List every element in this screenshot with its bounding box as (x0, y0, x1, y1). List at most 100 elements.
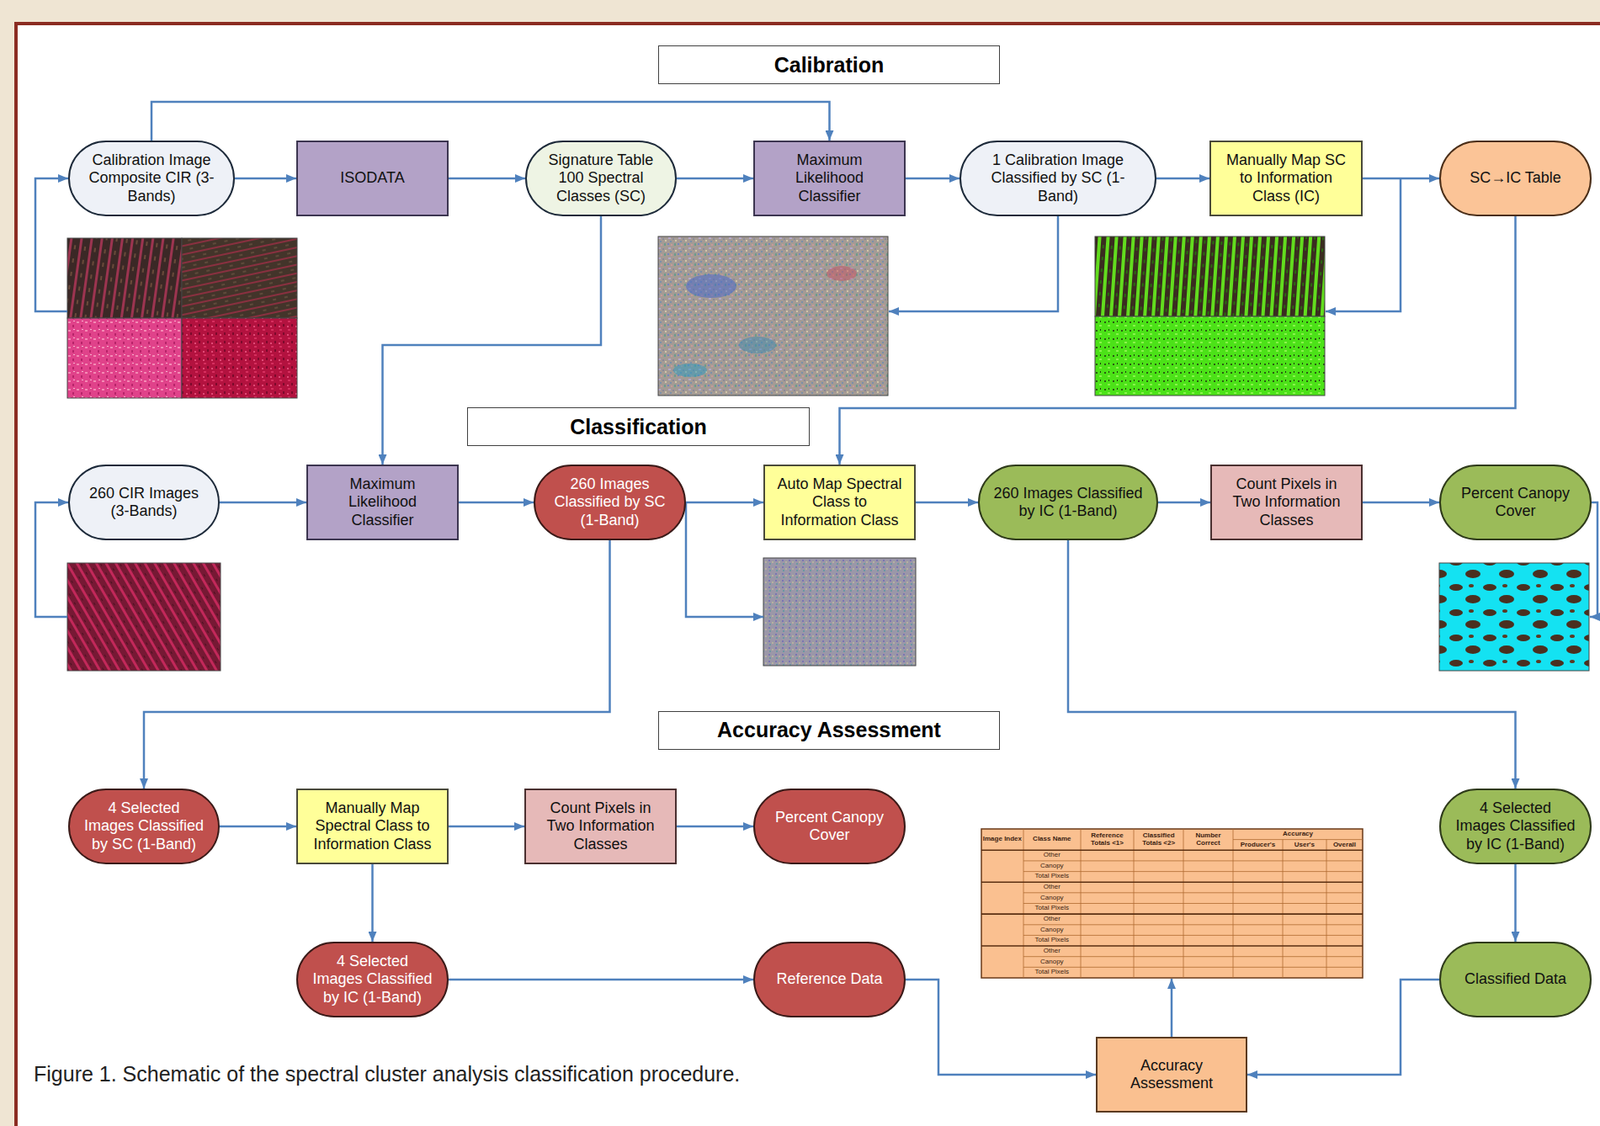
table-cell: Accuracy (1233, 829, 1363, 840)
image-blob (673, 363, 707, 378)
calibration-cir-image (67, 238, 298, 399)
flow-arrow (676, 825, 754, 829)
flow-arrow (915, 501, 979, 505)
node-text: Maximum Likelihood Classifier (318, 475, 447, 530)
section-header: Classification (467, 407, 810, 447)
section-header: Accuracy Assessment (658, 711, 1000, 750)
flow-arrow (219, 501, 307, 505)
node-text: 260 Images Classified by IC (1-Band) (992, 484, 1144, 521)
flow-arrow (1247, 979, 1440, 1075)
panel-frame (15, 23, 1600, 1126)
flow-arrow (219, 825, 297, 829)
flow-arrow (448, 177, 526, 181)
table-cell: User's (1282, 839, 1327, 851)
image-arrow (685, 502, 764, 617)
node-text: Accuracy Assessment (1107, 1057, 1236, 1093)
image-arrow (35, 502, 69, 617)
table-cell: Classified Totals <2> (1133, 829, 1184, 851)
node-text: Manually Map SC to Information Class (IC… (1221, 151, 1351, 206)
flow-arrow (1068, 540, 1516, 789)
node-text: 260 Images Classified by SC (1-Band) (547, 475, 672, 530)
table-cell: Producer's (1233, 839, 1283, 851)
data-pill: 4 Selected Images Classified by IC (1-Ba… (1439, 788, 1592, 865)
node-text: Count Pixels in Two Information Classes (536, 799, 665, 854)
image-arrow (35, 178, 69, 312)
count-box: Count Pixels in Two Information Classes (524, 788, 677, 865)
flow-arrow (448, 825, 525, 829)
image-half (1095, 316, 1325, 396)
process-box: ISODATA (296, 140, 449, 217)
data-pill: 4 Selected Images Classified by SC (1-Ba… (68, 788, 220, 865)
node-text: Count Pixels in Two Information Classes (1222, 475, 1351, 530)
node-text: Manually Map Spectral Class to Informati… (308, 799, 437, 854)
image-arrow (888, 216, 1058, 312)
mapping-box: Auto Map Spectral Class to Information C… (763, 464, 916, 541)
table-cell: Reference Totals <1> (1080, 829, 1134, 851)
image-frame (658, 236, 888, 396)
data-pill: Reference Data (753, 941, 906, 1018)
table-pill: SC→IC Table (1439, 140, 1592, 217)
node-text: 4 Selected Images Classified by IC (1-Ba… (310, 952, 435, 1007)
process-box: Maximum Likelihood Classifier (306, 464, 459, 541)
ic-mapped-image (1095, 236, 1325, 396)
cir-image (67, 563, 221, 671)
data-pill: 1 Calibration Image Classified by SC (1-… (959, 140, 1157, 217)
flow-arrow (1156, 177, 1210, 181)
table-cell: Canopy (1023, 861, 1081, 872)
image-half (1095, 236, 1325, 317)
image-quadrant (67, 238, 182, 319)
data-pill: 260 Images Classified by IC (1-Band) (978, 464, 1159, 541)
sc-classified-image (658, 236, 888, 396)
node-text: Calibration Image Composite CIR (3-Bands… (82, 151, 221, 206)
table-cell: Canopy (1023, 924, 1081, 936)
table-cell: Total Pixels (1023, 935, 1081, 947)
flow-arrow (151, 101, 830, 141)
table-cell: Total Pixels (1023, 967, 1081, 979)
data-pill: Classified Data (1439, 941, 1592, 1018)
node-text: 1 Calibration Image Classified by SC (1-… (973, 151, 1143, 206)
node-text: Auto Map Spectral Class to Information C… (775, 475, 904, 530)
image-leaders (35, 178, 1598, 1037)
node-text: Classified Data (1464, 970, 1567, 989)
table-cell: Other (1023, 850, 1081, 862)
table-cell: Canopy (1023, 893, 1081, 904)
node-text: Accuracy Assessment (717, 717, 941, 744)
node-text: SC→IC Table (1469, 169, 1562, 187)
table-arrow (1170, 978, 1174, 1037)
node-text: 4 Selected Images Classified by SC (1-Ba… (82, 799, 206, 854)
data-pill: Percent Canopy Cover (1439, 464, 1592, 541)
node-text: 4 Selected Images Classified by IC (1-Ba… (1453, 799, 1578, 854)
flow-arrow (1514, 864, 1517, 942)
node-text: Maximum Likelihood Classifier (765, 151, 894, 206)
accuracy-table (981, 829, 1363, 979)
flow-arrow (448, 978, 754, 982)
image-quadrant (67, 318, 182, 399)
process-box: Maximum Likelihood Classifier (753, 140, 906, 217)
count-box: Count Pixels in Two Information Classes (1210, 464, 1363, 541)
node-text: Signature Table 100 Spectral Classes (SC… (539, 151, 663, 206)
flow-arrow (685, 501, 764, 505)
flow-arrow (458, 501, 534, 505)
flow-arrow (371, 864, 374, 942)
table-cell: Canopy (1023, 956, 1081, 968)
flow-arrow (1158, 501, 1211, 505)
auto-map-image (763, 558, 916, 666)
flow-arrow (1362, 177, 1440, 181)
flow-arrow (143, 540, 611, 789)
node-text: Calibration (774, 53, 885, 79)
table-cell: Other (1023, 882, 1081, 894)
assessment-box: Accuracy Assessment (1095, 1036, 1248, 1113)
section-header: Calibration (658, 45, 1000, 85)
data-pill: Calibration Image Composite CIR (3-Bands… (68, 140, 235, 217)
image-blob (685, 274, 737, 298)
image-blob (738, 336, 777, 354)
image-blob (826, 265, 857, 282)
flow-arrow (905, 177, 960, 181)
flow-arrow (676, 177, 754, 181)
node-text: Percent Canopy Cover (1453, 484, 1578, 521)
table-cell: Total Pixels (1023, 903, 1081, 915)
flow-arrow (905, 979, 1096, 1075)
table-cell: Image Index (981, 829, 1024, 851)
figure-caption: Figure 1. Schematic of the spectral clus… (33, 1062, 740, 1087)
